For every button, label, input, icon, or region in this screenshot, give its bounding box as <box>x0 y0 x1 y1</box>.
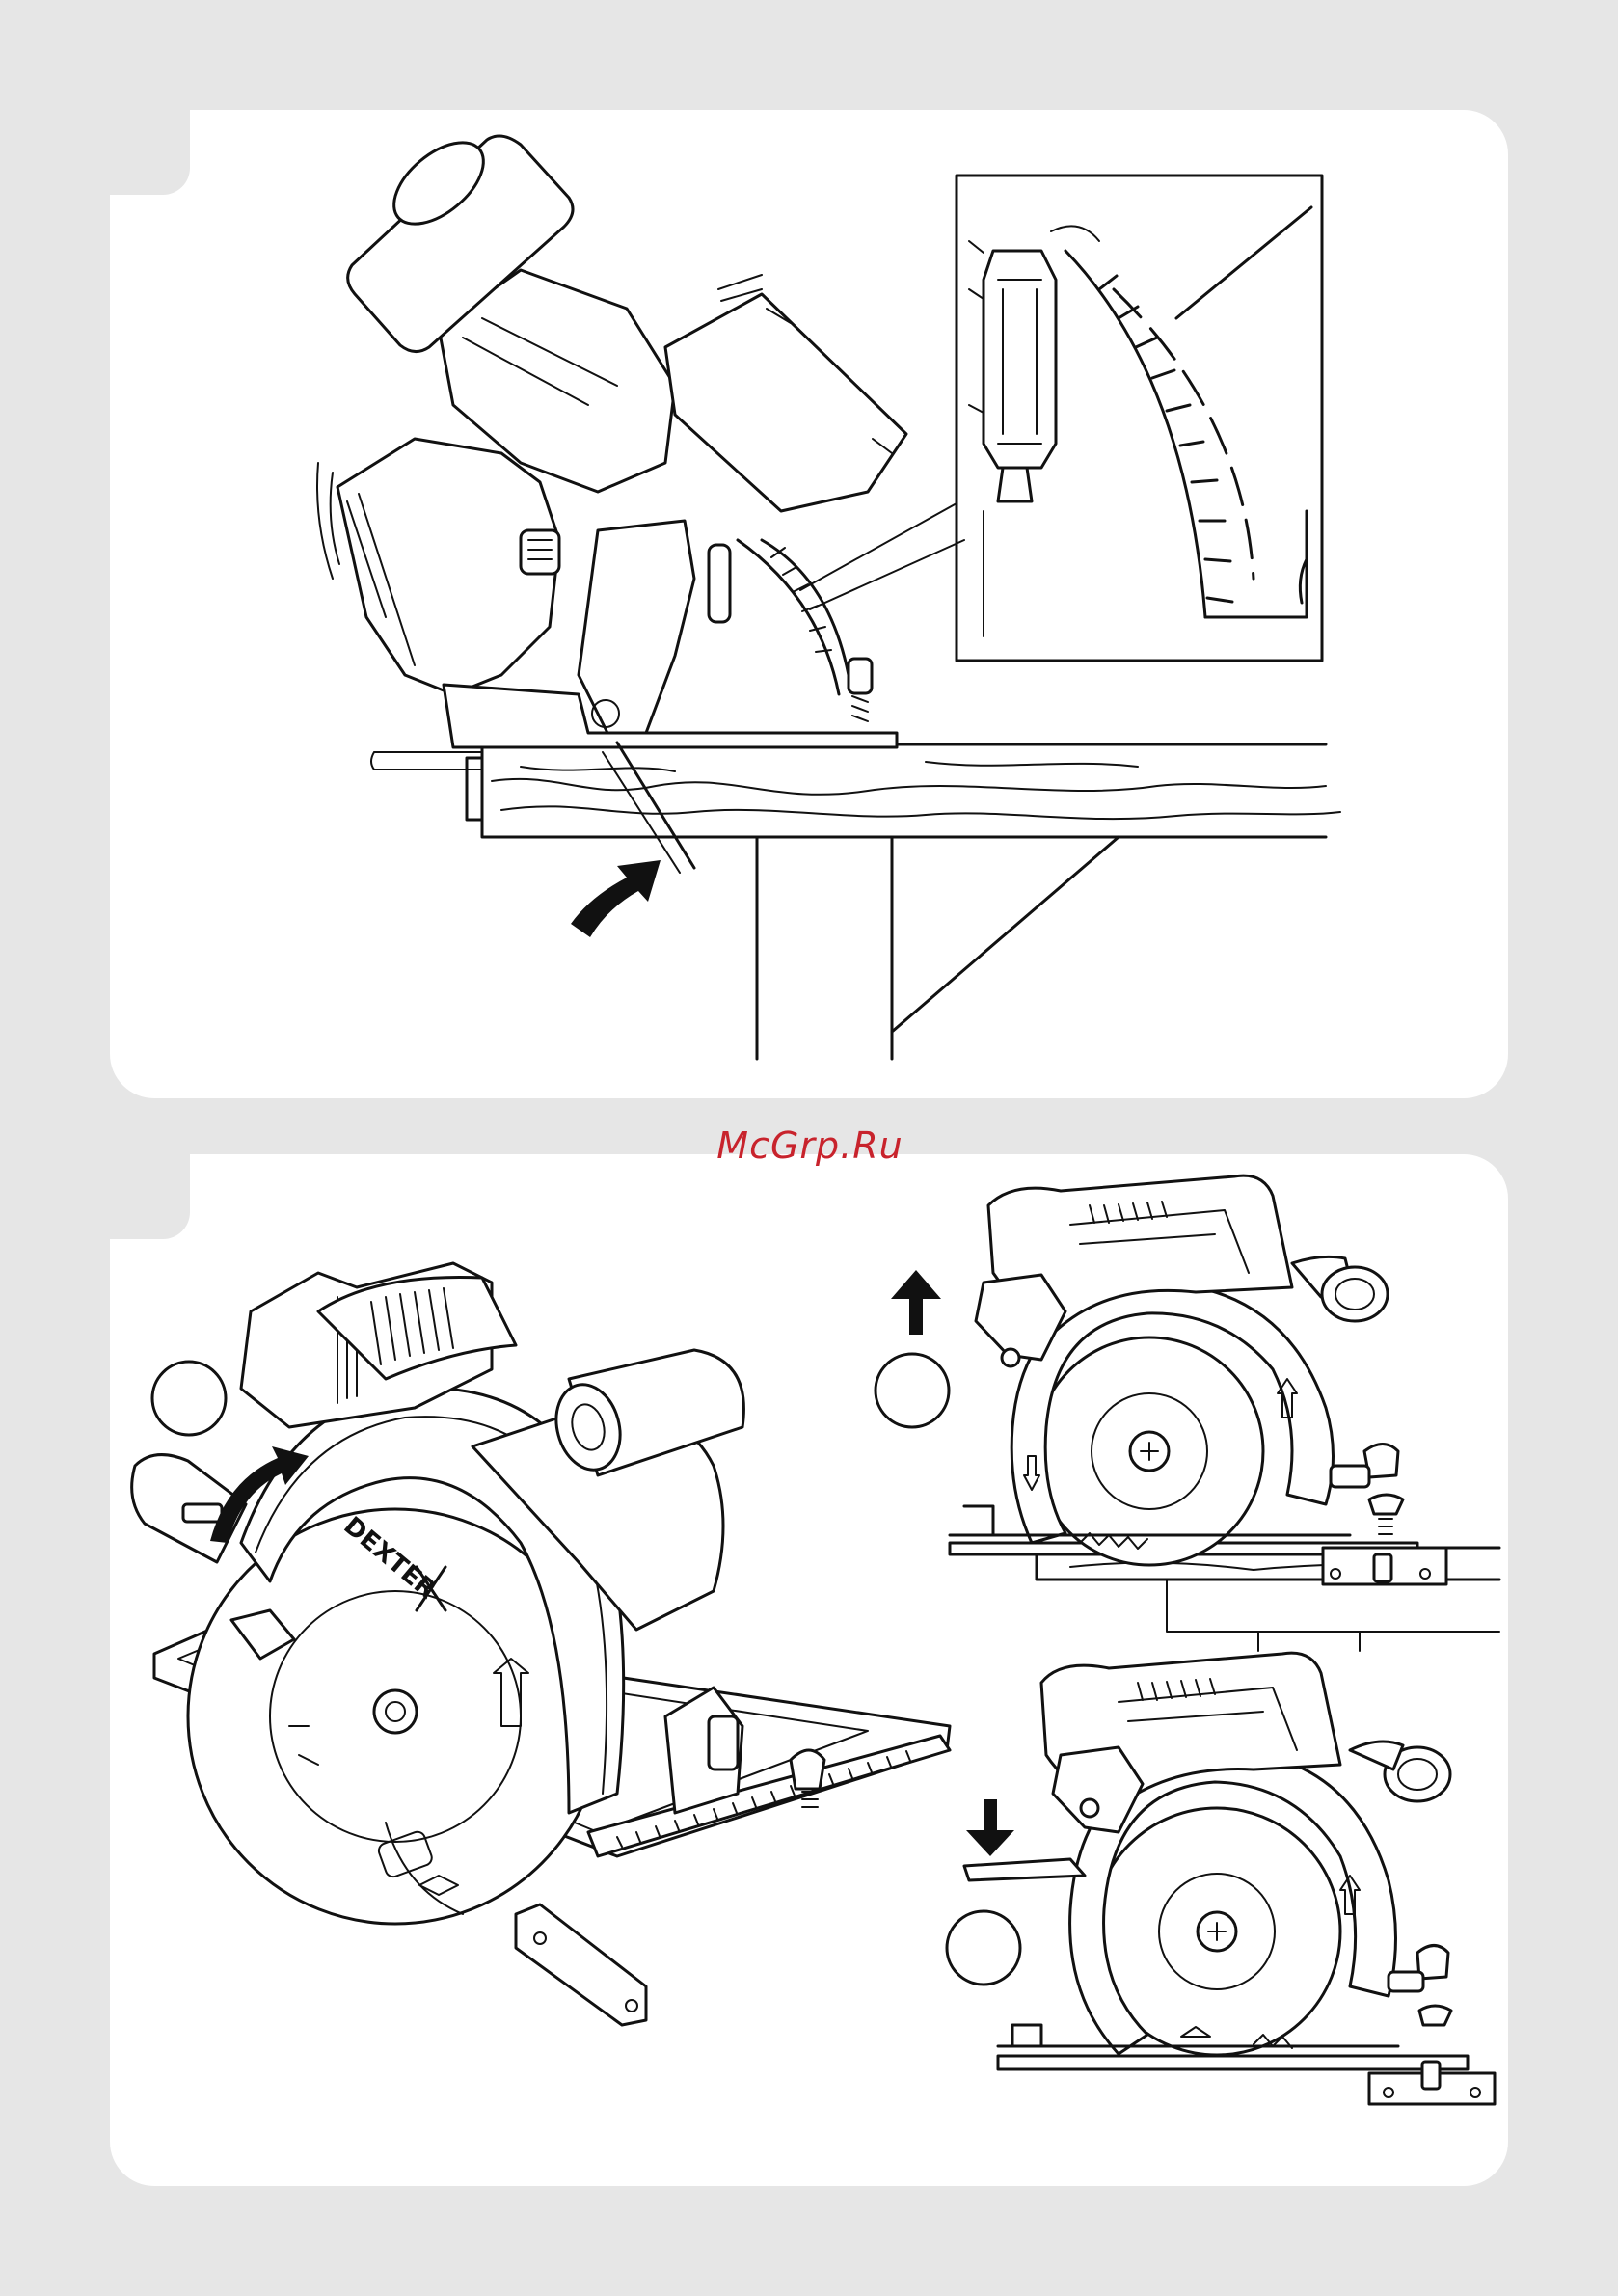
depth-adjust-raise <box>950 1175 1499 1651</box>
curved-arrow-up <box>571 860 661 937</box>
bevel-scale-detail-inset <box>957 176 1322 661</box>
step-marker-circle-2 <box>876 1354 949 1427</box>
arrow-down <box>966 1799 1014 1856</box>
workbench <box>371 744 1340 1059</box>
watermark: McGrp.Ru <box>694 1124 926 1167</box>
depth-adjust-lower <box>964 1653 1495 2104</box>
arrow-up <box>891 1270 941 1335</box>
step-marker-circle-3 <box>947 1911 1020 1985</box>
saw-three-quarter-view: DEXTER <box>132 1263 950 2025</box>
step-marker-circle-1 <box>152 1362 226 1435</box>
circular-saw-bevel <box>317 127 964 873</box>
